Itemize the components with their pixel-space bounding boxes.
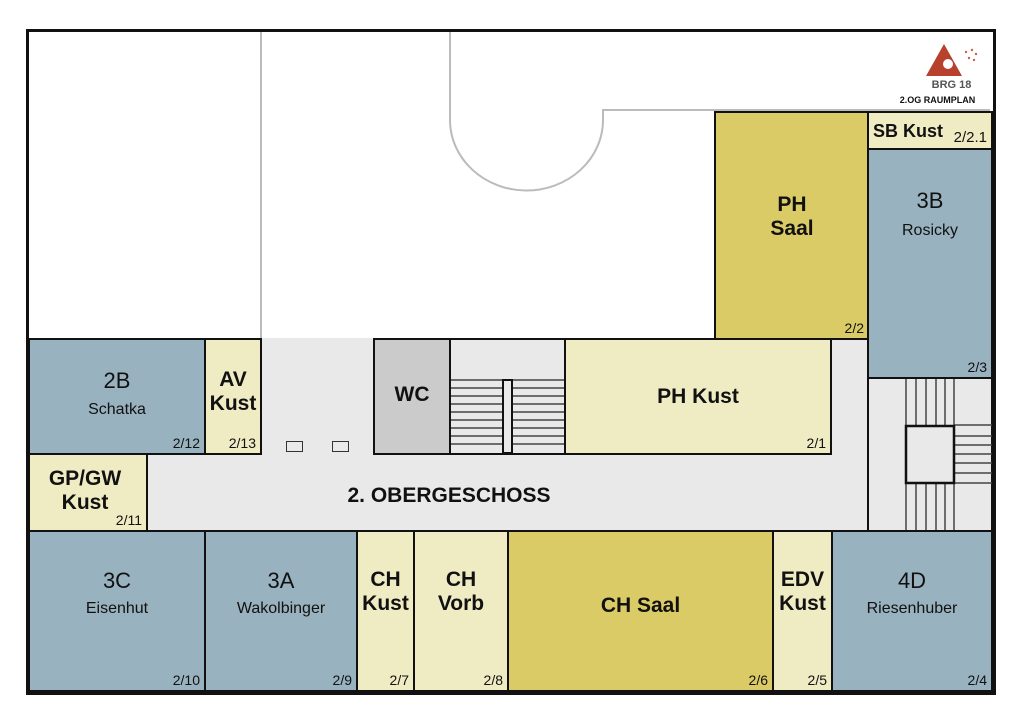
room-av-kust[interactable]: AV Kust 2/13 — [204, 338, 262, 455]
room-number: 2/9 — [332, 672, 352, 688]
vent-2 — [332, 441, 349, 452]
logo-text: BRG 18 — [931, 79, 972, 91]
room-gpgw-kust[interactable]: GP/GW Kust 2/11 — [28, 453, 148, 532]
room-number: 2/7 — [389, 672, 409, 688]
room-ch-vorb[interactable]: CH Vorb 2/8 — [413, 530, 509, 692]
room-wc[interactable]: WC — [373, 338, 451, 455]
room-name: GP/GW Kust — [48, 467, 122, 514]
stairwell-center — [448, 338, 567, 455]
logo-triangle-icon — [926, 44, 978, 76]
room-number: 2/2 — [844, 320, 864, 336]
room-name: 3B — [916, 188, 944, 213]
room-number: 2/3 — [967, 359, 987, 375]
room-number: 2/4 — [967, 672, 987, 688]
room-sb-kust[interactable]: SB Kust 2/2.1 — [867, 111, 993, 150]
room-name: EDV Kust — [779, 568, 826, 615]
room-name: SB Kust — [873, 121, 944, 141]
room-3a[interactable]: 3A Wakolbinger 2/9 — [204, 530, 358, 692]
room-teacher: Riesenhuber — [866, 600, 958, 617]
floor-plan-frame — [26, 29, 996, 695]
stairs-center — [450, 379, 565, 453]
room-name: CH Saal — [600, 594, 681, 617]
room-ch-saal[interactable]: CH Saal 2/6 — [507, 530, 774, 692]
room-number: 2/2.1 — [953, 129, 987, 146]
school-logo: BRG 18 2.OG RAUMPLAN — [890, 42, 985, 105]
room-name: CH Vorb — [437, 568, 485, 615]
room-number: 2/12 — [172, 435, 200, 451]
room-3c[interactable]: 3C Eisenhut 2/10 — [28, 530, 206, 692]
room-number: 2/1 — [806, 435, 826, 451]
room-name: PH Kust — [657, 385, 739, 408]
room-edv-kust[interactable]: EDV Kust 2/5 — [772, 530, 833, 692]
vent-1 — [286, 441, 303, 452]
room-teacher: Rosicky — [901, 222, 958, 239]
room-name: WC — [394, 383, 430, 406]
room-ph-saal[interactable]: PH Saal 2/2 — [714, 111, 870, 340]
room-number: 2/11 — [115, 512, 142, 528]
room-teacher: Wakolbinger — [236, 600, 326, 617]
room-number: 2/8 — [483, 672, 503, 688]
room-teacher: Schatka — [88, 401, 146, 418]
room-number: 2/5 — [807, 672, 827, 688]
corridor-label: 2. OBERGESCHOSS — [347, 484, 551, 507]
room-name: 2B — [103, 368, 131, 393]
room-number: 2/6 — [748, 672, 768, 688]
room-name: CH Kust — [362, 568, 409, 615]
room-ph-kust[interactable]: PH Kust 2/1 — [564, 338, 832, 455]
room-2b[interactable]: 2B Schatka 2/12 — [28, 338, 206, 455]
room-name: 4D — [897, 568, 927, 593]
room-ch-kust[interactable]: CH Kust 2/7 — [356, 530, 415, 692]
room-teacher: Eisenhut — [85, 600, 149, 617]
room-3b[interactable]: 3B Rosicky 2/3 — [867, 148, 993, 379]
plan-title: 2.OG RAUMPLAN — [899, 95, 976, 105]
room-name: PH Saal — [770, 193, 814, 240]
room-name: AV Kust — [209, 368, 257, 415]
room-4d[interactable]: 4D Riesenhuber 2/4 — [831, 530, 993, 692]
room-number: 2/10 — [172, 672, 200, 688]
room-name: 3A — [267, 568, 295, 593]
room-name: 3C — [102, 568, 132, 593]
room-number: 2/13 — [228, 435, 256, 451]
